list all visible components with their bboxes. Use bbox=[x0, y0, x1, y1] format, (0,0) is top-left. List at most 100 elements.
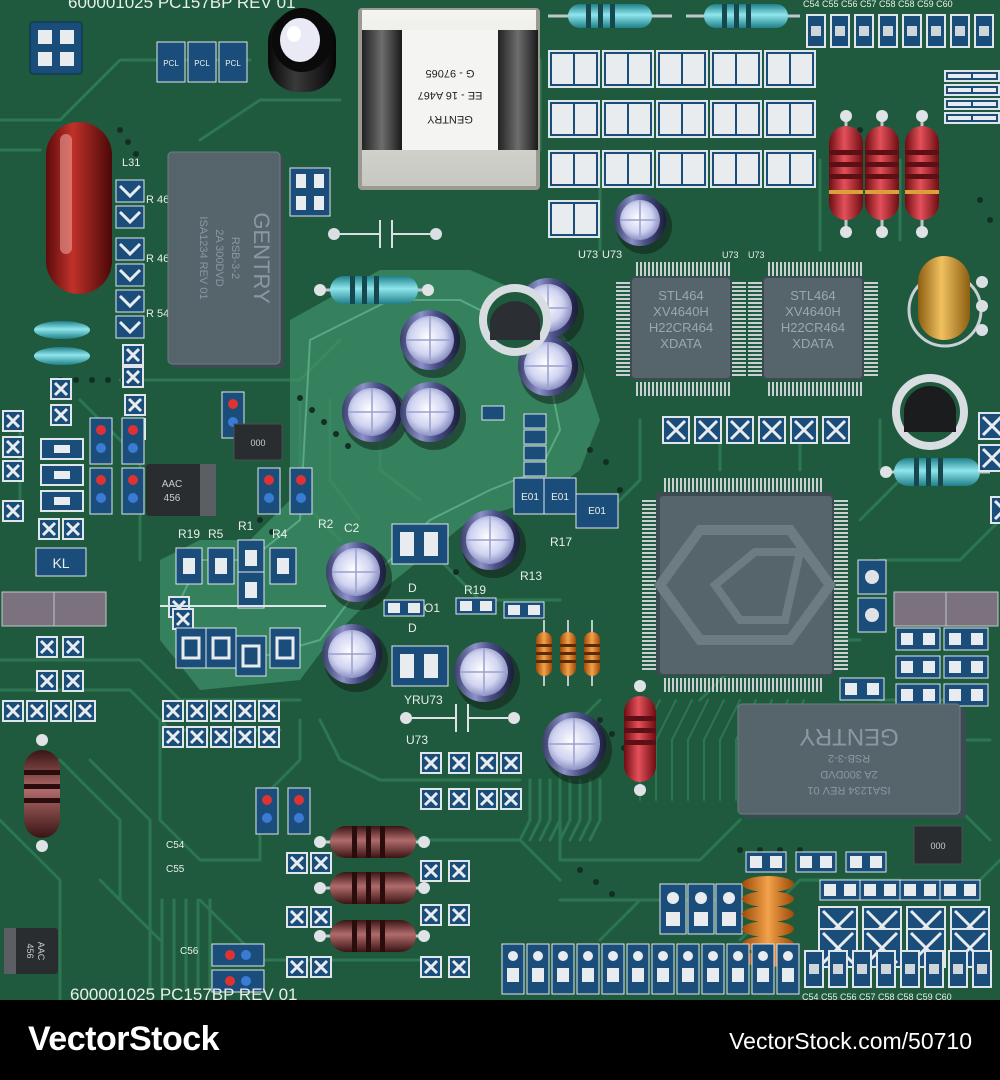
smd-resistor-pad bbox=[122, 344, 144, 366]
smd-capacitor bbox=[878, 14, 898, 48]
circuit-board: PCL PCL PCL 600001025 PC157BP REV 01 GEN… bbox=[0, 0, 1000, 1000]
jumper-pads-top-left bbox=[29, 21, 83, 75]
r46a-label: R 46 bbox=[146, 194, 169, 206]
smd-pair-near-transformer bbox=[289, 167, 331, 217]
resistor-cyan-mid bbox=[314, 276, 434, 304]
cap-row-bottom-label: C54 C55 C56 C57 C58 C58 C59 C60 bbox=[802, 992, 952, 1000]
electrolytic-capacitor bbox=[518, 336, 584, 404]
smd-pair-bottom bbox=[795, 851, 837, 873]
smd-capacitor bbox=[972, 950, 992, 988]
pcl-label-3: PCL bbox=[225, 59, 241, 68]
smd-pad bbox=[548, 50, 600, 88]
relay-right-model: RSB-3-2 bbox=[828, 752, 870, 764]
connector-pin bbox=[526, 943, 550, 995]
diode-mid-label-1: AAC bbox=[162, 479, 183, 490]
e01-components: E01 E01 E01 bbox=[513, 477, 619, 529]
bottom-connector-pads bbox=[501, 943, 992, 995]
smd-pair-right bbox=[895, 683, 941, 707]
smd-pair-right bbox=[943, 683, 989, 707]
smd-resistor-pad bbox=[162, 700, 184, 722]
vectorstock-url: VectorStock.com/50710 bbox=[729, 1028, 972, 1054]
smd-pad bbox=[548, 200, 600, 238]
smd-resistor-pad bbox=[234, 726, 256, 748]
smd-connector bbox=[659, 883, 687, 935]
resistor-brown bbox=[314, 872, 430, 904]
c55-label: C55 bbox=[166, 864, 185, 875]
u73c-label: U73 bbox=[722, 250, 739, 260]
cap-row-top-label: C54 C55 C56 C57 C58 C58 C59 C60 bbox=[803, 0, 953, 9]
smd-inductor-pad bbox=[115, 315, 145, 339]
resistor-orange bbox=[560, 620, 576, 686]
board-id-top: 600001025 PC157BP REV 01 bbox=[68, 0, 295, 12]
r54-label: R 54 bbox=[146, 308, 169, 320]
smd-resistor-pad bbox=[286, 852, 308, 874]
smd-resistor-pad bbox=[36, 636, 58, 658]
orange-ceramic-disc bbox=[742, 921, 794, 937]
smd-pad bbox=[602, 100, 654, 138]
ic-right-line2: XV4640H bbox=[785, 304, 841, 319]
smd-resistor-pad bbox=[978, 444, 1000, 472]
smd-chip-pair bbox=[383, 599, 425, 617]
smd-capacitor bbox=[900, 950, 920, 988]
smd-capacitor bbox=[924, 950, 944, 988]
e01-label-2: E01 bbox=[551, 492, 569, 503]
smd-resistor-pad bbox=[420, 860, 442, 882]
r4-label: R4 bbox=[272, 527, 288, 541]
watermark-footer: VectorStock VectorStock.com/50710 bbox=[0, 1000, 1000, 1080]
smd-pad bbox=[710, 50, 762, 88]
ic-left-line3: H22CR464 bbox=[649, 320, 713, 335]
resistor-brown-left bbox=[24, 734, 60, 852]
ic-right-line3: H22CR464 bbox=[781, 320, 845, 335]
resistor-cyan-right bbox=[880, 458, 990, 486]
relay-left-rev: ISA1234 REV 01 bbox=[197, 216, 209, 299]
r46b-label: R 46 bbox=[146, 253, 169, 265]
u73a-label: U73 bbox=[578, 249, 598, 261]
smd-connector bbox=[687, 883, 715, 935]
u73b-label: U73 bbox=[602, 249, 622, 261]
smd-resistor-pad bbox=[62, 518, 84, 540]
smd-resistor-pad bbox=[172, 608, 194, 630]
smd-pair-bottom bbox=[745, 851, 787, 873]
smd-resistor-pad bbox=[822, 416, 850, 444]
relay-right-rating: 2A 300DVD bbox=[820, 768, 878, 780]
red-resistors-vertical bbox=[829, 110, 939, 238]
smd-pad bbox=[764, 50, 816, 88]
smd-capacitor bbox=[902, 14, 922, 48]
c2-label: C2 bbox=[344, 521, 360, 535]
d2-label: D bbox=[408, 621, 417, 635]
connector-pin bbox=[751, 943, 775, 995]
ic-pins bbox=[616, 262, 878, 692]
smd-resistor-pad bbox=[286, 956, 308, 978]
transformer-label-3: G - 97065 bbox=[426, 67, 475, 79]
smd-pads-middle bbox=[2, 405, 1000, 993]
chip-000-right-label: 000 bbox=[930, 841, 945, 851]
r5-label: R5 bbox=[208, 527, 224, 541]
transformer: GENTRY EE - 16 A467 G - 97065 bbox=[358, 8, 540, 190]
smd-capacitor-large bbox=[235, 635, 267, 677]
smd-pad bbox=[656, 100, 708, 138]
smd-resistor-pad bbox=[124, 394, 146, 416]
smd-resistor-pad bbox=[2, 410, 24, 432]
connector-pin bbox=[776, 943, 800, 995]
smd-resistor bbox=[237, 539, 265, 577]
smd-resistor-pad bbox=[500, 788, 522, 810]
through-hole-jumper bbox=[857, 597, 887, 633]
smd-pad bbox=[548, 150, 600, 188]
smd-pad bbox=[944, 70, 1000, 82]
smd-resistor-pad bbox=[448, 752, 470, 774]
relay-left: GENTRY RSB-3-2 2A 300DVD ISA1234 REV 01 bbox=[167, 151, 284, 368]
l31-label: L31 bbox=[122, 157, 140, 169]
smd-connector bbox=[715, 883, 743, 935]
smd-resistor-pad bbox=[758, 416, 786, 444]
smd-pad bbox=[944, 84, 1000, 96]
resistor-cyan-top-1 bbox=[548, 4, 672, 28]
diode-bottom-label-1: AAC bbox=[36, 942, 46, 961]
c56-label: C56 bbox=[180, 946, 199, 957]
smd-capacitor-row-top bbox=[806, 14, 994, 48]
smd-capacitor bbox=[876, 950, 896, 988]
smd-capacitor-large bbox=[175, 627, 207, 669]
smd-resistor-pad bbox=[310, 956, 332, 978]
smd-pad bbox=[548, 100, 600, 138]
smd-resistor-pad bbox=[420, 904, 442, 926]
c54-label: C54 bbox=[166, 840, 185, 851]
